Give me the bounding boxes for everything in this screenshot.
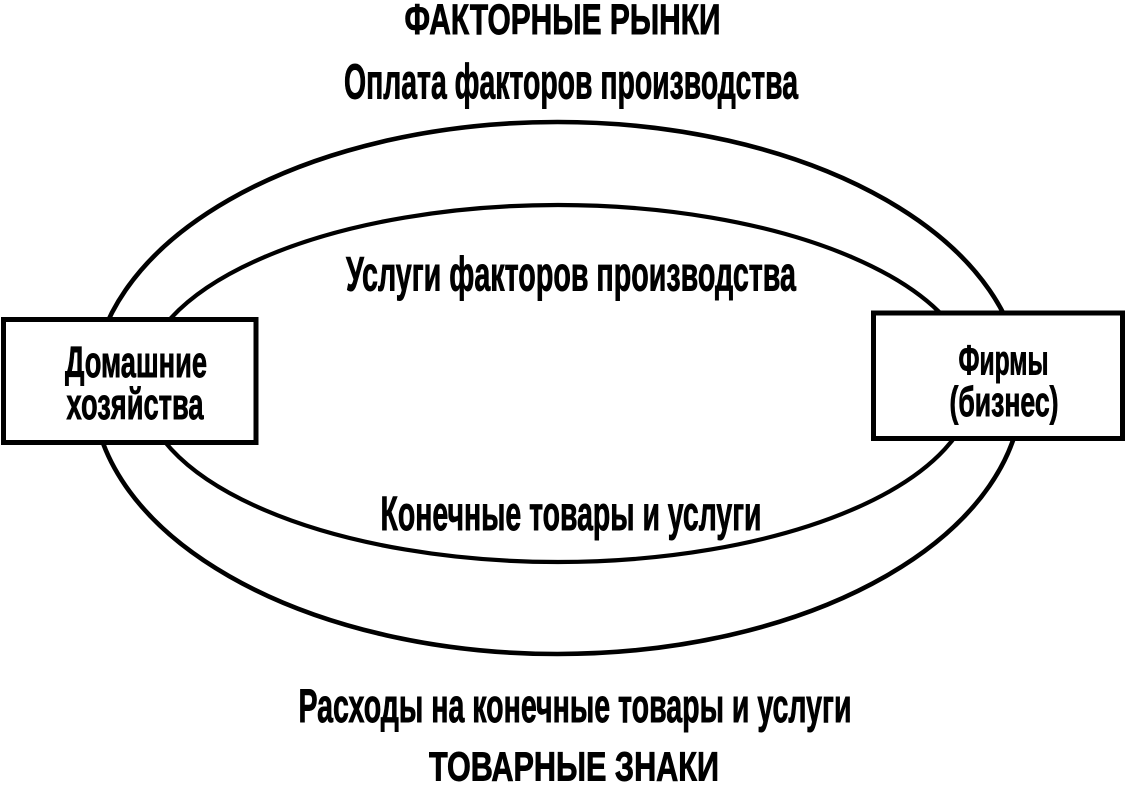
svg-text:Домашние: Домашние <box>65 338 207 387</box>
svg-text:Конечные товары и услуги: Конечные товары и услуги <box>381 488 762 541</box>
svg-text:Оплата факторов производства: Оплата факторов производства <box>344 56 798 110</box>
svg-text:ТОВАРНЫЕ ЗНАКИ: ТОВАРНЫЕ ЗНАКИ <box>429 743 719 789</box>
svg-text:ФАКТОРНЫЕ РЫНКИ: ФАКТОРНЫЕ РЫНКИ <box>405 0 721 44</box>
svg-text:Расходы на конечные товары и у: Расходы на конечные товары и услуги <box>299 679 852 732</box>
svg-text:Услуги факторов производства: Услуги факторов производства <box>346 249 796 302</box>
svg-text:Фирмы: Фирмы <box>959 336 1049 383</box>
svg-text:(бизнес): (бизнес) <box>950 378 1059 425</box>
svg-text:хозяйства: хозяйства <box>67 380 204 429</box>
